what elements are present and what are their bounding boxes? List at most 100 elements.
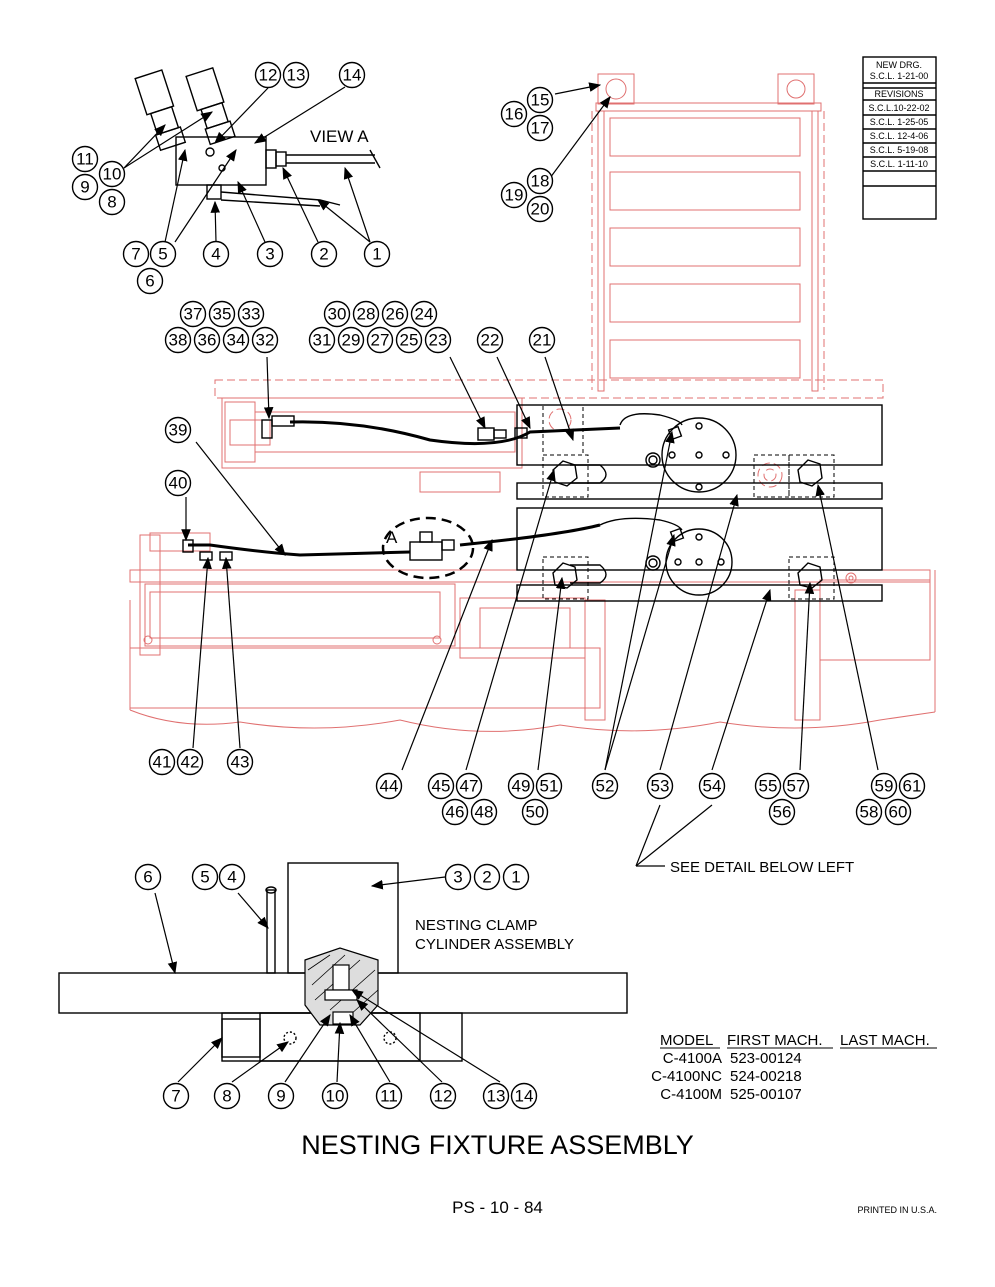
callouts-detail: 6 5 4 3 2 1 7 8 9 10 11 12 13 14 <box>134 863 538 1110</box>
callout-bubble: 21 <box>528 326 556 354</box>
svg-text:21: 21 <box>533 331 552 350</box>
callout-bubble: 54 <box>698 772 726 800</box>
revision-entry: S.C.L. 1-11-10 <box>870 159 928 169</box>
svg-text:56: 56 <box>773 803 792 822</box>
svg-text:53: 53 <box>651 777 670 796</box>
svg-text:4: 4 <box>211 245 220 264</box>
callout-bubble: 16 <box>500 100 528 128</box>
svg-text:51: 51 <box>540 777 559 796</box>
svg-text:60: 60 <box>889 803 908 822</box>
callout-bubble: 2 <box>473 863 501 891</box>
callout-bubble: 41 <box>148 748 176 776</box>
svg-text:29: 29 <box>342 331 361 350</box>
callout-bubble: 11 <box>71 145 99 173</box>
svg-text:3: 3 <box>453 868 462 887</box>
callout-bubble: 7 <box>162 1082 190 1110</box>
callout-bubble: 42 <box>176 748 204 776</box>
callout-bubble: 25 <box>395 326 423 354</box>
revision-entry: S.C.L. 12-4-06 <box>870 131 929 141</box>
svg-text:4: 4 <box>227 868 236 887</box>
model-table: MODEL FIRST MACH. LAST MACH. C-4100A 523… <box>651 1032 937 1103</box>
svg-text:54: 54 <box>703 777 722 796</box>
nesting-plates <box>516 404 883 602</box>
callouts-main: 37 35 33 38 36 34 32 30 28 26 24 31 29 2… <box>148 300 926 826</box>
callout-bubble: 17 <box>526 114 554 142</box>
svg-text:25: 25 <box>400 331 419 350</box>
callout-bubble: 14 <box>510 1082 538 1110</box>
callout-bubble: 40 <box>164 469 192 497</box>
revision-block: NEW DRG. S.C.L. 1-21-00 REVISIONS S.C.L.… <box>862 56 937 220</box>
first-mach-cell: 523-00124 <box>730 1050 802 1067</box>
svg-text:57: 57 <box>787 777 806 796</box>
svg-text:44: 44 <box>380 777 399 796</box>
callout-bubble: 8 <box>98 188 126 216</box>
svg-text:39: 39 <box>169 421 188 440</box>
callout-bubble: 10 <box>321 1082 349 1110</box>
svg-text:1: 1 <box>372 245 381 264</box>
svg-text:14: 14 <box>343 66 362 85</box>
callout-bubble: 33 <box>237 300 265 328</box>
svg-text:9: 9 <box>80 178 89 197</box>
see-detail-note: SEE DETAIL BELOW LEFT <box>670 859 854 876</box>
view-a-label: VIEW A <box>310 127 369 146</box>
callout-bubble: 35 <box>208 300 236 328</box>
revision-entry: S.C.L.10-22-02 <box>868 103 929 113</box>
svg-text:40: 40 <box>169 474 188 493</box>
svg-text:10: 10 <box>326 1087 345 1106</box>
callout-bubble: 1 <box>502 863 530 891</box>
callout-bubble: 7 <box>122 240 150 268</box>
svg-text:6: 6 <box>145 272 154 291</box>
last-mach-header: LAST MACH. <box>840 1032 930 1049</box>
callout-bubble: 23 <box>424 326 452 354</box>
svg-text:46: 46 <box>446 803 465 822</box>
new-drg-date: S.C.L. 1-21-00 <box>870 71 929 81</box>
svg-text:58: 58 <box>860 803 879 822</box>
detail-drawing <box>58 862 628 1062</box>
svg-text:11: 11 <box>76 150 94 169</box>
callout-bubble: 13 <box>282 61 310 89</box>
printed-note: PRINTED IN U.S.A. <box>857 1205 937 1215</box>
svg-text:61: 61 <box>903 777 922 796</box>
svg-text:42: 42 <box>181 753 200 772</box>
svg-text:16: 16 <box>505 105 524 124</box>
svg-text:2: 2 <box>319 245 328 264</box>
svg-text:5: 5 <box>200 868 209 887</box>
svg-text:34: 34 <box>227 331 246 350</box>
first-mach-header: FIRST MACH. <box>727 1032 823 1049</box>
svg-text:14: 14 <box>515 1087 534 1106</box>
revision-entry: S.C.L. 5-19-08 <box>870 145 929 155</box>
model-header: MODEL <box>660 1032 713 1049</box>
svg-text:15: 15 <box>531 91 550 110</box>
nesting-clamp-label: NESTING CLAMP <box>415 917 538 934</box>
svg-text:30: 30 <box>328 305 347 324</box>
svg-text:26: 26 <box>386 305 405 324</box>
first-mach-cell: 524-00218 <box>730 1068 802 1085</box>
callout-bubble: 27 <box>366 326 394 354</box>
callout-bubble: 46 <box>441 798 469 826</box>
nesting-clamp-label: CYLINDER ASSEMBLY <box>415 936 574 953</box>
callout-bubble: 57 <box>782 772 810 800</box>
callout-bubble: 59 <box>870 772 898 800</box>
callout-bubble: 38 <box>164 326 192 354</box>
svg-text:20: 20 <box>531 200 550 219</box>
callout-bubble: 4 <box>202 240 230 268</box>
svg-text:1: 1 <box>511 868 520 887</box>
callout-bubble: 45 <box>427 772 455 800</box>
callout-bubble: 36 <box>193 326 221 354</box>
svg-text:48: 48 <box>475 803 494 822</box>
callout-bubble: 49 <box>507 772 535 800</box>
svg-text:18: 18 <box>531 172 550 191</box>
detail-a-label: A <box>386 528 398 547</box>
svg-text:2: 2 <box>482 868 491 887</box>
svg-text:55: 55 <box>759 777 778 796</box>
callout-bubble: 30 <box>323 300 351 328</box>
callout-bubble: 18 <box>526 167 554 195</box>
svg-text:33: 33 <box>242 305 261 324</box>
hopper-frame <box>591 73 825 392</box>
callout-bubble: 8 <box>213 1082 241 1110</box>
callout-bubble: 6 <box>134 863 162 891</box>
callout-bubble: 47 <box>455 772 483 800</box>
callout-bubble: 44 <box>375 772 403 800</box>
callout-bubble: 48 <box>470 798 498 826</box>
